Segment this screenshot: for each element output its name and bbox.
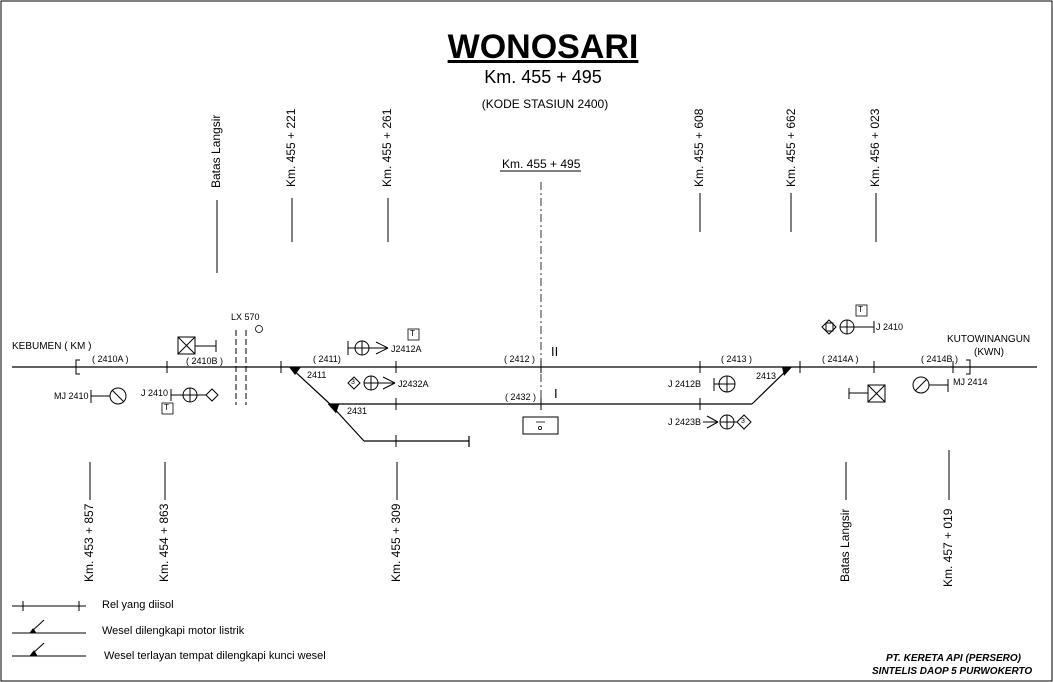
top-marker-km-455-221: Km. 455 + 221: [284, 108, 298, 187]
west-end-stop: [75, 359, 80, 375]
top-marker-km-455-662: Km. 455 + 662: [784, 108, 798, 187]
top-marker-km-455-261: Km. 455 + 261: [380, 108, 394, 187]
shunting-signal-east-icon: [848, 384, 886, 403]
east-end-code: (KWN): [974, 347, 1004, 358]
telegraph-letter-j2410-west: T: [164, 403, 169, 412]
switch-2411-marker: [289, 367, 301, 375]
east-end-label: KUTOWINANGUN: [947, 334, 1031, 345]
circle3-letter-j2432a: 3: [351, 379, 355, 386]
switch-2411-label: 2411: [307, 370, 327, 380]
signal-j2412a-label: J2412A: [391, 344, 422, 354]
switch-2413-marker: [782, 367, 792, 376]
switch-2431-label: 2431: [347, 406, 368, 416]
telegraph-box-j2412a: [407, 328, 420, 341]
signal-j2432a-label: J2432A: [398, 379, 429, 389]
top-marker-lines: [216, 193, 877, 273]
signal-j2412a-icon: [347, 340, 389, 356]
station-km: Km. 455 + 495: [484, 67, 602, 87]
station-building-dot: [538, 425, 543, 430]
section-2411: ( 2411): [313, 354, 341, 364]
bottom-marker-km-454-863: Km. 454 + 863: [157, 503, 171, 582]
signal-j2410-east-label: J 2410: [876, 322, 904, 332]
signal-mj2410-icon: [90, 387, 127, 405]
switch-2431-marker: [327, 403, 340, 414]
station-name: WONOSARI: [447, 28, 639, 66]
top-marker-km-455-608: Km. 455 + 608: [692, 108, 706, 187]
west-end-label: KEBUMEN ( KM ): [12, 341, 92, 352]
legend-key-switch-symbol: [12, 642, 86, 657]
legend-motor-switch: Wesel dilengkapi motor listrik: [102, 625, 245, 637]
telegraph-letter-j2410-east: T: [858, 305, 863, 314]
bottom-marker-km-453-857: Km. 453 + 857: [82, 503, 96, 582]
bottom-marker-batas-langsir: Batas Langsir: [838, 508, 852, 582]
section-2413: ( 2413 ): [721, 354, 753, 364]
station-code: (KODE STASIUN 2400): [481, 97, 609, 111]
signal-j2412b-icon: [713, 375, 736, 393]
signal-j2410-east-icon: [821, 319, 875, 335]
signal-mj2414-label: MJ 2414: [953, 377, 988, 387]
east-end-stop: [966, 359, 971, 375]
section-2412: ( 2412 ): [504, 354, 536, 364]
crossing-signal-icon: [255, 325, 263, 333]
section-2414a: ( 2414A ): [822, 354, 859, 364]
signal-j2410-west-icon: [170, 387, 219, 403]
station-axis-km: Km. 455 + 495: [502, 157, 581, 171]
signal-j2423b-icon: [703, 414, 752, 430]
bottom-marker-km-455-309: Km. 455 + 309: [389, 503, 403, 582]
footer-company: PT. KERETA API (PERSERO): [886, 653, 1022, 664]
shunting-signal-2410b-icon: [177, 336, 217, 355]
legend-motor-switch-symbol: [12, 619, 86, 634]
legend-key-switch: Wesel terlayan tempat dilengkapi kunci w…: [104, 650, 326, 662]
telegraph-box-j2410-east: [855, 304, 868, 317]
insulated-joints-main: [166, 361, 954, 447]
section-2414b: ( 2414B ): [921, 354, 959, 364]
telegraph-letter-j2412a: T: [410, 329, 415, 338]
signal-j2410-west-label: J 2410: [141, 388, 169, 398]
footer-dept: SINTELIS DAOP 5 PURWOKERTO: [872, 666, 1033, 677]
top-marker-km-456-023: Km. 456 + 023: [868, 108, 882, 187]
station-building: [522, 416, 559, 435]
legend-insulated-rail-symbol: [12, 601, 86, 611]
signal-j2423b-label: J 2423B: [668, 417, 702, 427]
signal-mj2414-icon: [912, 376, 949, 394]
signal-j2412b-label: J 2412B: [668, 379, 702, 389]
circle3-letter-j2423b: 3: [741, 418, 745, 425]
switch-2413-label: 2413: [756, 371, 777, 381]
track-number-2: II: [551, 344, 559, 359]
top-marker-batas-langsir: Batas Langsir: [209, 114, 223, 188]
section-2432: ( 2432 ): [505, 392, 537, 402]
legend-insulated-rail: Rel yang diisol: [102, 599, 174, 611]
track-number-1: I: [554, 386, 558, 401]
signal-mj2410-label: MJ 2410: [54, 391, 89, 401]
track-1: [289, 366, 331, 405]
bottom-marker-lines: [89, 450, 950, 500]
signal-j2432a-icon: [347, 375, 396, 391]
bottom-marker-km-457-019: Km. 457 + 019: [941, 508, 955, 587]
telegraph-box-j2410-west: [161, 402, 174, 415]
crossing-label: LX 570: [231, 312, 260, 322]
section-2410b: ( 2410B ): [186, 356, 224, 366]
section-2410a: ( 2410A ): [92, 354, 129, 364]
